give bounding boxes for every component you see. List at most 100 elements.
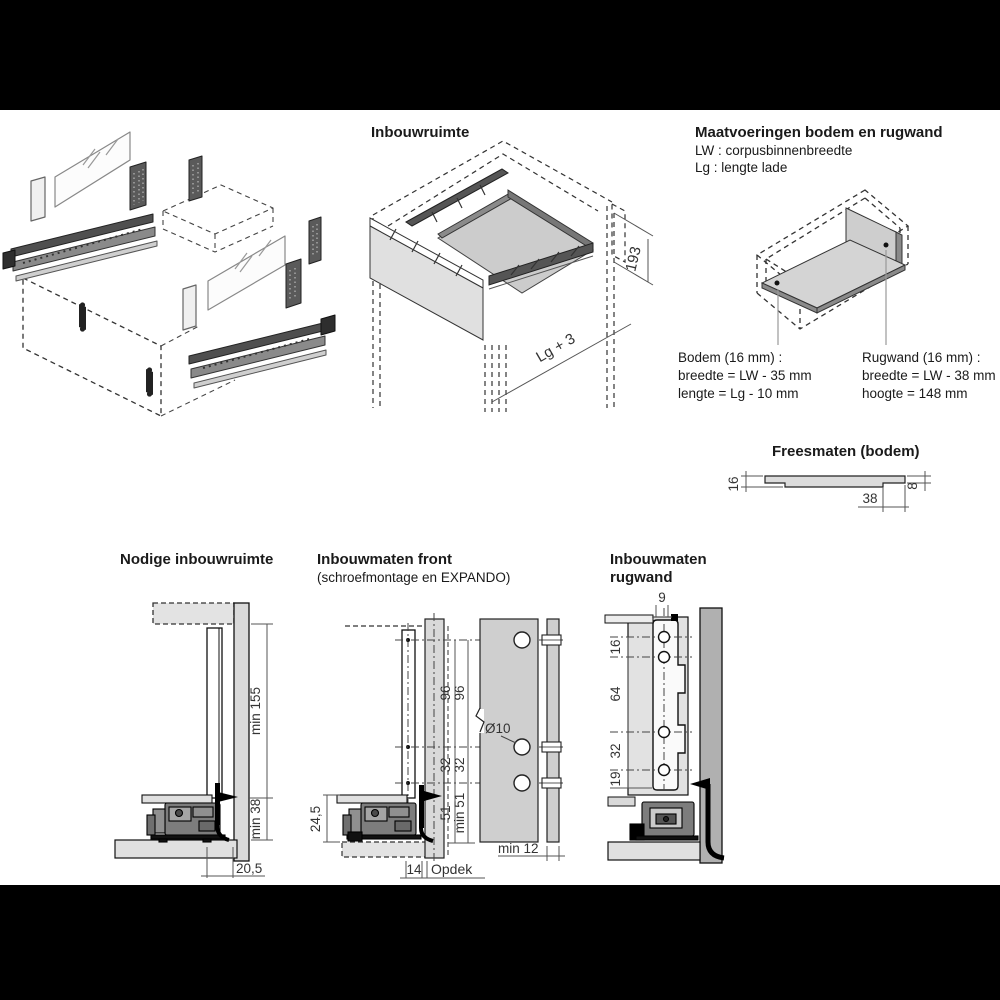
fixing-hook-curve: [705, 784, 725, 861]
dim-96-label: 96: [438, 685, 453, 700]
nodige-title: Nodige inbouwruimte: [120, 551, 274, 568]
dim-hole-label: Ø10: [485, 721, 511, 736]
dim-opdek-label: Opdek: [431, 861, 473, 877]
drawer-side-rail: [2, 213, 158, 282]
rugwand-diagram: 9 16 64 32 19: [604, 590, 725, 864]
dim-lines: [201, 623, 273, 878]
dim-193: [613, 212, 654, 286]
front-title: Inbouwmaten front: [317, 551, 452, 568]
front-subtitle: (schroefmontage en EXPANDO): [317, 570, 511, 585]
dim-64-label: 64: [608, 686, 623, 702]
legend-lw: LW : corpusbinnenbreedte: [695, 143, 853, 158]
dim-lg3-line: [491, 323, 632, 403]
bodem-spec-title: Bodem (16 mm) :: [678, 350, 783, 365]
dim-96b-label: 96: [452, 685, 467, 700]
bodem-panel: [760, 239, 907, 314]
left-rail-outer: [405, 168, 509, 227]
bodem-spec-breedte: breedte = LW - 35 mm: [678, 368, 812, 383]
dim-193-label: 193: [623, 245, 645, 273]
runner-mechanism: [629, 801, 699, 841]
rugwand-spec-breedte: breedte = LW - 38 mm: [862, 368, 996, 383]
freesmaten-title: Freesmaten (bodem): [772, 443, 920, 460]
dim-19-label: 19: [608, 771, 623, 786]
bodem-spec: Bodem (16 mm) : breedte = LW - 35 mm len…: [678, 349, 812, 403]
dim-32-label: 32: [438, 757, 453, 772]
bracket-top-mark: [671, 614, 678, 621]
dim-lines: [741, 471, 931, 512]
exploded-view-diagram: [2, 131, 336, 417]
dim-min38-label: min 38: [248, 799, 263, 840]
dim-14-label: 14: [406, 862, 422, 877]
top-shelf: [152, 602, 235, 625]
front-diagram: Ø10 96 96 32 32 51 min 51 24,5 min 12 14…: [308, 613, 565, 879]
bodem-spec-lengte: lengte = Lg - 10 mm: [678, 386, 799, 401]
rail-hatching: [431, 184, 580, 276]
fixing-hook: [419, 785, 424, 828]
connector-post: [30, 176, 46, 222]
dim-16-label: 16: [608, 639, 623, 654]
cabinet-bottom-panel: [114, 839, 238, 859]
rugwand-spec-title: Rugwand (16 mm) :: [862, 350, 981, 365]
runner-mechanism: [146, 802, 226, 843]
screw-hole: [657, 763, 671, 777]
screw-hole: [657, 650, 671, 664]
cabinet-side-panel: [233, 602, 250, 862]
maatvoeringen-title: Maatvoeringen bodem en rugwand: [695, 124, 943, 141]
dim-245-label: 24,5: [308, 806, 323, 832]
dim-32b-label: 32: [452, 757, 467, 772]
runner-mechanism: [342, 802, 422, 842]
fixing-hook-curve: [419, 827, 434, 843]
maatvoeringen-diagram: [755, 189, 910, 345]
top-black-band: [0, 0, 1000, 110]
glass-reflection: [82, 138, 119, 169]
drawer-bottom-edge: [141, 794, 213, 804]
bracket-holes: [289, 268, 296, 301]
inbouwruimte-diagram: 193 Lg + 3: [369, 140, 654, 412]
drill-hole: [513, 738, 531, 756]
drill-hole: [513, 774, 531, 792]
glass-side-panel: [207, 235, 286, 311]
dim-min155-label: min 155: [248, 687, 263, 735]
rugwand-bracket: [652, 619, 686, 791]
bodem-cross-section: [764, 475, 906, 488]
handle-icon: [146, 367, 153, 397]
fixing-hook-curve: [215, 824, 230, 842]
connector-post: [182, 284, 197, 331]
front-hatching: [389, 228, 463, 277]
dim-8-label: 8: [905, 482, 920, 490]
bottom-black-band: [0, 885, 1000, 1000]
back-fixing-bracket: [308, 216, 322, 265]
hole-leader-line: [500, 735, 517, 744]
freesmaten-diagram: 16 38 8: [726, 471, 931, 512]
handle-icon: [79, 302, 86, 332]
rear-bracket: [129, 161, 147, 211]
dim-51-label: 51: [438, 805, 453, 820]
drawer-side-rail: [188, 314, 336, 389]
expando-slots: [541, 634, 562, 789]
dim-lines: [610, 605, 672, 789]
break-mask: [476, 709, 484, 733]
back-fixing-bracket: [188, 155, 203, 202]
rugwand-spec-hoogte: hoogte = 148 mm: [862, 386, 968, 401]
dim-lines: [323, 640, 565, 879]
break-symbol: [475, 707, 485, 733]
dim-min12-label: min 12: [498, 841, 539, 856]
dim-38-label: 38: [862, 491, 877, 506]
bracket-holes: [133, 169, 144, 205]
dashed-front-panel: [22, 277, 162, 417]
rugwand-maten-title-line2: rugwand: [610, 569, 673, 586]
drawer-bottom-edge: [336, 794, 408, 804]
glass-side-panel: [54, 131, 131, 208]
screw-hole: [657, 725, 671, 739]
drawer: [369, 168, 594, 341]
fixing-arrow-icon: [424, 791, 442, 801]
dim-min51-label: min 51: [452, 793, 467, 834]
panel-edge-strip: [546, 618, 560, 843]
legend-lg: Lg : lengte lade: [695, 160, 788, 175]
rugwand-maten-title-line1: Inbouwmaten: [610, 551, 707, 568]
drawer-side-bar: [699, 607, 723, 864]
nodige-diagram: min 155 min 38 20,5: [114, 602, 273, 878]
rear-bracket: [285, 258, 302, 309]
screw-hole: [657, 630, 671, 644]
dim-lg3-label: Lg + 3: [533, 330, 578, 366]
